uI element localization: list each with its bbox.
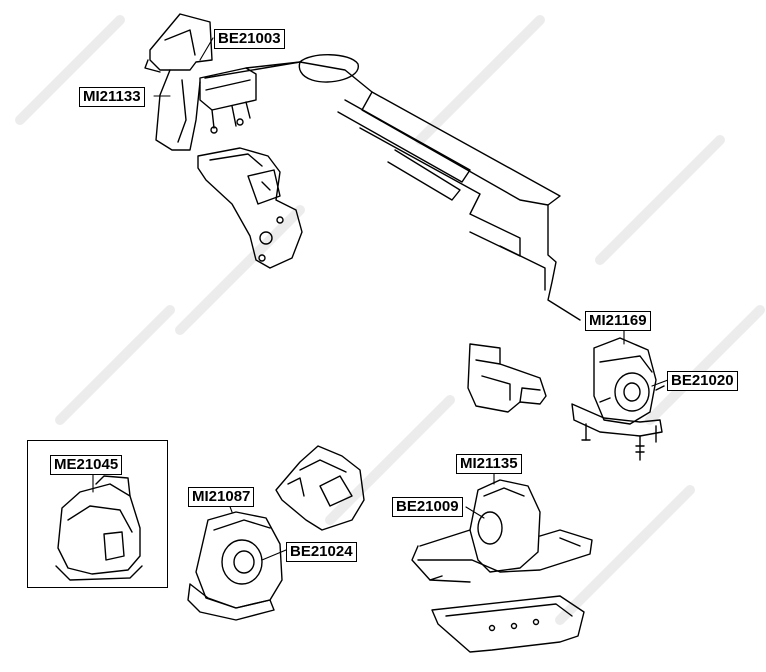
leader-lines bbox=[92, 37, 669, 561]
label-be21024[interactable]: BE21024 bbox=[286, 542, 357, 562]
right-mount-mi21169[interactable] bbox=[571, 337, 665, 461]
inset-mount-me21045[interactable] bbox=[55, 475, 143, 581]
center-bracket[interactable] bbox=[275, 445, 365, 531]
label-mi21169[interactable]: MI21169 bbox=[585, 311, 651, 331]
lower-mount-mi21135[interactable] bbox=[411, 479, 593, 583]
right-bracket[interactable] bbox=[467, 343, 547, 413]
watermark-pattern bbox=[15, 15, 765, 625]
label-be21003[interactable]: BE21003 bbox=[214, 29, 285, 49]
label-mi21087[interactable]: MI21087 bbox=[188, 487, 255, 507]
label-be21020[interactable]: BE21020 bbox=[667, 371, 738, 391]
label-be21009[interactable]: BE21009 bbox=[392, 497, 463, 517]
label-me21045[interactable]: ME21045 bbox=[50, 455, 123, 475]
label-mi21133[interactable]: MI21133 bbox=[79, 87, 145, 107]
bottom-bracket[interactable] bbox=[431, 595, 585, 653]
inset-frame bbox=[27, 440, 168, 588]
engine-block bbox=[204, 54, 581, 321]
label-mi21135[interactable]: MI21135 bbox=[456, 454, 522, 474]
center-mount-mi21087[interactable] bbox=[187, 511, 283, 621]
upper-bracket[interactable] bbox=[197, 147, 303, 269]
upper-mount-mi21133[interactable] bbox=[144, 13, 301, 151]
